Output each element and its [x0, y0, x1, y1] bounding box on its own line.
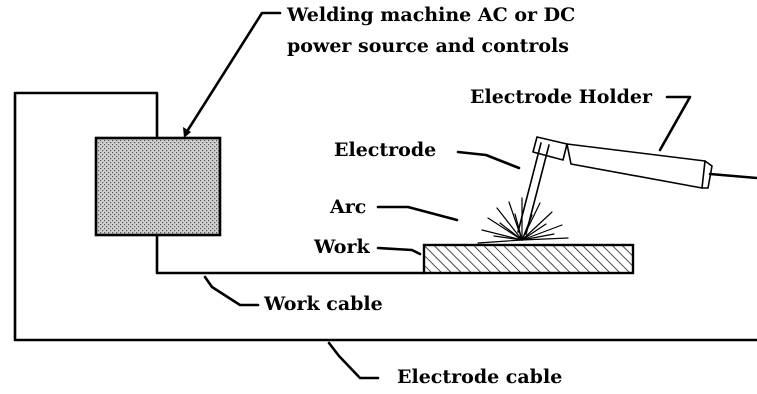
work-cable-label: Work cable [264, 293, 383, 315]
electrode-holder-label: Electrode Holder [470, 86, 653, 108]
electrode-cable-label: Electrode cable [397, 366, 563, 388]
work-cable-line [155, 233, 426, 275]
electrode-leader [456, 150, 521, 170]
arc-leader [376, 205, 459, 222]
electrode-cable-leader [327, 341, 380, 380]
machine-label-line2: power source and controls [287, 35, 569, 57]
machine-leader-arrow [183, 127, 191, 138]
work-piece [422, 243, 635, 275]
arc-label: Arc [330, 196, 367, 218]
machine-label-line1: Welding machine AC or DC [287, 4, 576, 26]
electrode-cable-line [13, 91, 757, 342]
electrode-holder [532, 136, 757, 189]
holder-leader [658, 95, 692, 152]
electrode-label: Electrode [334, 139, 437, 161]
arc-sparks [477, 197, 569, 244]
work-label: Work [314, 236, 370, 258]
machine-leader [184, 11, 282, 135]
work-cable-leader [203, 275, 260, 307]
welding-machine-box [94, 136, 222, 237]
work-leader [376, 246, 422, 256]
electrode-rod [517, 142, 550, 235]
